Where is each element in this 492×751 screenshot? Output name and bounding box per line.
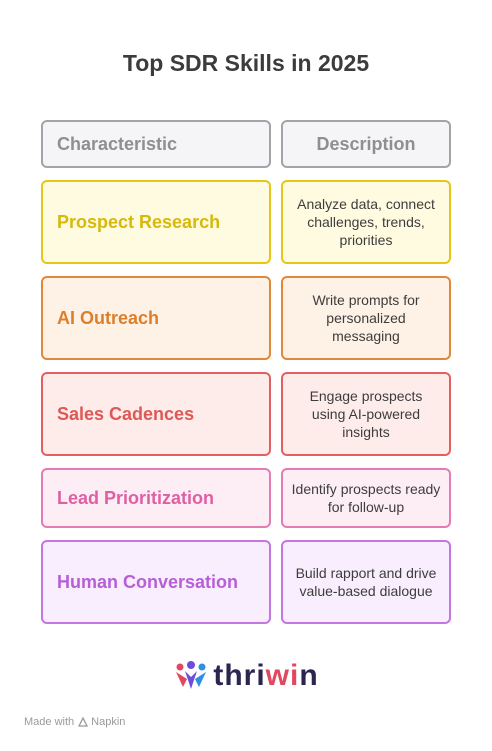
napkin-icon — [78, 717, 89, 727]
characteristic-cell: Lead Prioritization — [41, 468, 271, 528]
header-description-label: Description — [316, 134, 416, 154]
description-cell: Build rapport and drive value-based dial… — [281, 540, 451, 624]
brand-name: thriwin — [213, 659, 319, 692]
people-icon — [176, 661, 207, 689]
description-text: Engage prospects using AI-powered insigh… — [309, 388, 423, 440]
characteristic-label: Lead Prioritization — [57, 487, 215, 508]
description-text: Build rapport and drive value-based dial… — [295, 565, 437, 599]
characteristic-cell: Human Conversation — [41, 540, 271, 624]
description-text: Identify prospects ready for follow-up — [291, 481, 441, 515]
footer-tool: Napkin — [91, 716, 126, 728]
description-cell: Write prompts for personalized messaging — [281, 276, 451, 360]
characteristic-label: Prospect Research — [57, 211, 221, 232]
header-description: Description — [281, 120, 451, 168]
header-characteristic-label: Characteristic — [57, 133, 178, 154]
footer-made-with: Made with — [24, 716, 75, 728]
characteristic-cell: Prospect Research — [41, 180, 271, 264]
characteristic-label: Human Conversation — [57, 571, 239, 592]
page-title: Top SDR Skills in 2025 — [122, 50, 370, 76]
footer: Made with Napkin — [24, 716, 125, 728]
thriwin-logo: thriwin — [0, 659, 492, 693]
characteristic-label: AI Outreach — [57, 307, 160, 328]
description-text: Analyze data, connect challenges, trends… — [297, 196, 435, 248]
characteristic-label: Sales Cadences — [57, 403, 195, 424]
header-characteristic: Characteristic — [41, 120, 271, 168]
description-cell: Engage prospects using AI-powered insigh… — [281, 372, 451, 456]
description-cell: Identify prospects ready for follow-up — [281, 468, 451, 528]
characteristic-cell: Sales Cadences — [41, 372, 271, 456]
description-cell: Analyze data, connect challenges, trends… — [281, 180, 451, 264]
characteristic-cell: AI Outreach — [41, 276, 271, 360]
description-text: Write prompts for personalized messaging — [312, 292, 420, 344]
